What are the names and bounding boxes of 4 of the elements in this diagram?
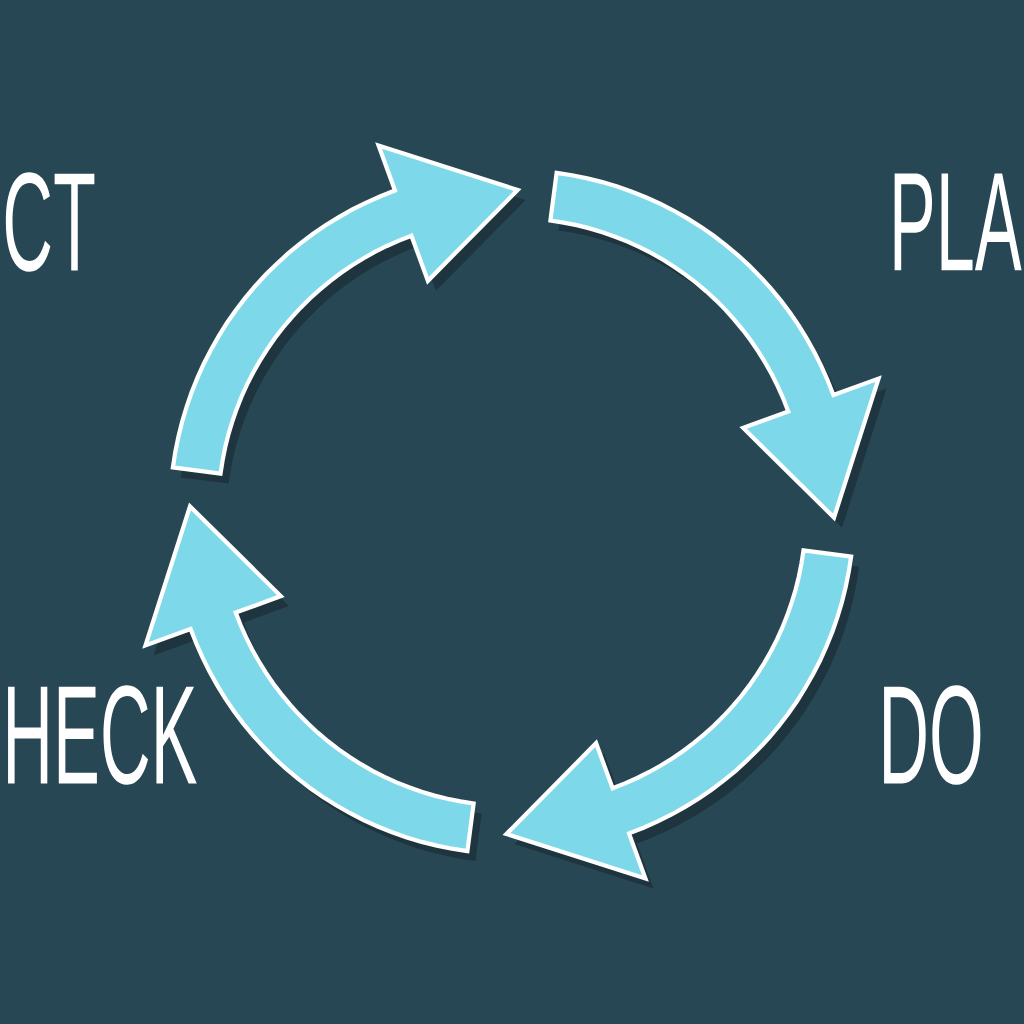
phase-label: HECK bbox=[8, 685, 197, 785]
phase-label: CT bbox=[5, 172, 95, 272]
phase-label: PLA bbox=[894, 173, 1022, 271]
phase-label: DO bbox=[884, 685, 981, 785]
